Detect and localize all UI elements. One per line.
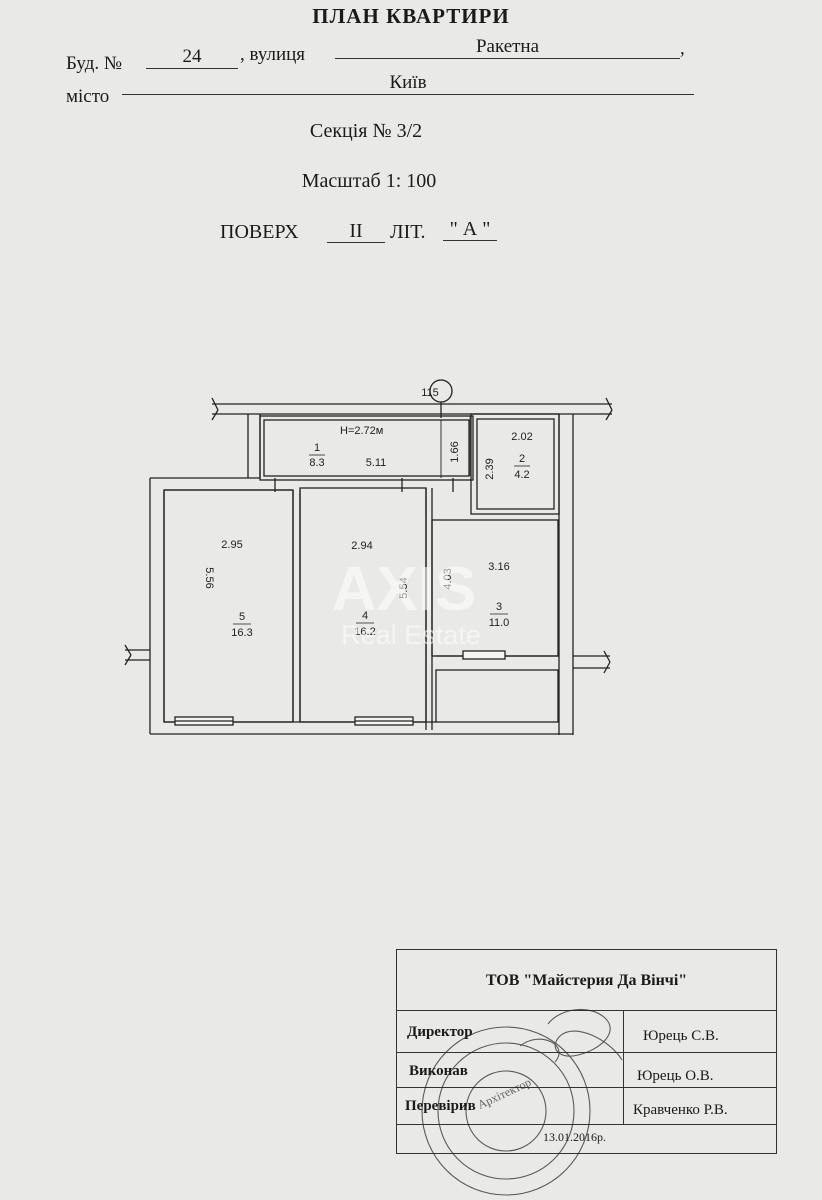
room-5-number: 5 xyxy=(239,611,245,623)
scale-line: Масштаб 1: 100 xyxy=(301,170,437,192)
room-3-number: 3 xyxy=(496,601,502,613)
director-label: Директор xyxy=(407,1024,473,1040)
executor-label: Виконав xyxy=(409,1063,468,1079)
room-2-area: 4.2 xyxy=(514,469,529,481)
watermark-brand: AXIS xyxy=(332,555,477,624)
floor-value: II xyxy=(327,220,385,243)
building-number: 24 xyxy=(146,46,238,69)
room-3-area: 11.0 xyxy=(489,617,510,629)
bath-width: 2.02 xyxy=(511,431,532,443)
lit-value: " А " xyxy=(443,218,497,241)
hall-width: 1.66 xyxy=(449,441,461,462)
date: 13.01.2016р. xyxy=(543,1130,606,1144)
street-label: , вулиця xyxy=(240,44,306,65)
room-5-area: 16.3 xyxy=(231,627,252,639)
director-name: Юрець С.В. xyxy=(643,1028,719,1044)
room-4-width: 2.94 xyxy=(351,540,372,552)
seal-text: Архітектор xyxy=(475,1075,533,1112)
bath-height: 2.39 xyxy=(484,458,496,479)
lit-label: ЛІТ. xyxy=(390,221,426,243)
ceiling-height: H=2.72м xyxy=(340,425,383,437)
room-2-number: 2 xyxy=(519,453,525,465)
signature xyxy=(547,1008,623,1061)
hall-length: 5.11 xyxy=(366,457,387,469)
room-5-height: 5.56 xyxy=(203,567,215,588)
checker-name: Кравченко Р.В. xyxy=(633,1102,728,1118)
company-name: ТОВ "Майстерия Да Вінчі" xyxy=(485,972,688,989)
room-4-number: 4 xyxy=(362,610,368,622)
street-name: Ракетна xyxy=(335,36,680,59)
room-4-height: 5.54 xyxy=(398,577,410,598)
city-label: місто xyxy=(66,86,110,107)
city-name: Київ xyxy=(122,72,694,95)
section-line: Секція № 3/2 xyxy=(309,120,423,142)
floor-label: ПОВЕРХ xyxy=(220,221,299,243)
room-3-height: 4.03 xyxy=(442,568,454,589)
room-1-area: 8.3 xyxy=(309,457,324,469)
watermark-subtitle: Real Estate xyxy=(341,620,481,650)
room-1-number: 1 xyxy=(314,442,320,454)
executor-name: Юрець О.В. xyxy=(637,1068,714,1084)
official-seal xyxy=(421,1026,591,1196)
document-title: ПЛАН КВАРТИРИ xyxy=(312,4,510,28)
room-4-area: 16.2 xyxy=(354,626,375,638)
building-label: Буд. № xyxy=(66,53,123,74)
axis-marker-label: 115 xyxy=(421,387,439,399)
street-comma: , xyxy=(680,38,685,59)
room-5-width: 2.95 xyxy=(221,539,242,551)
room-3-width: 3.16 xyxy=(488,561,509,573)
